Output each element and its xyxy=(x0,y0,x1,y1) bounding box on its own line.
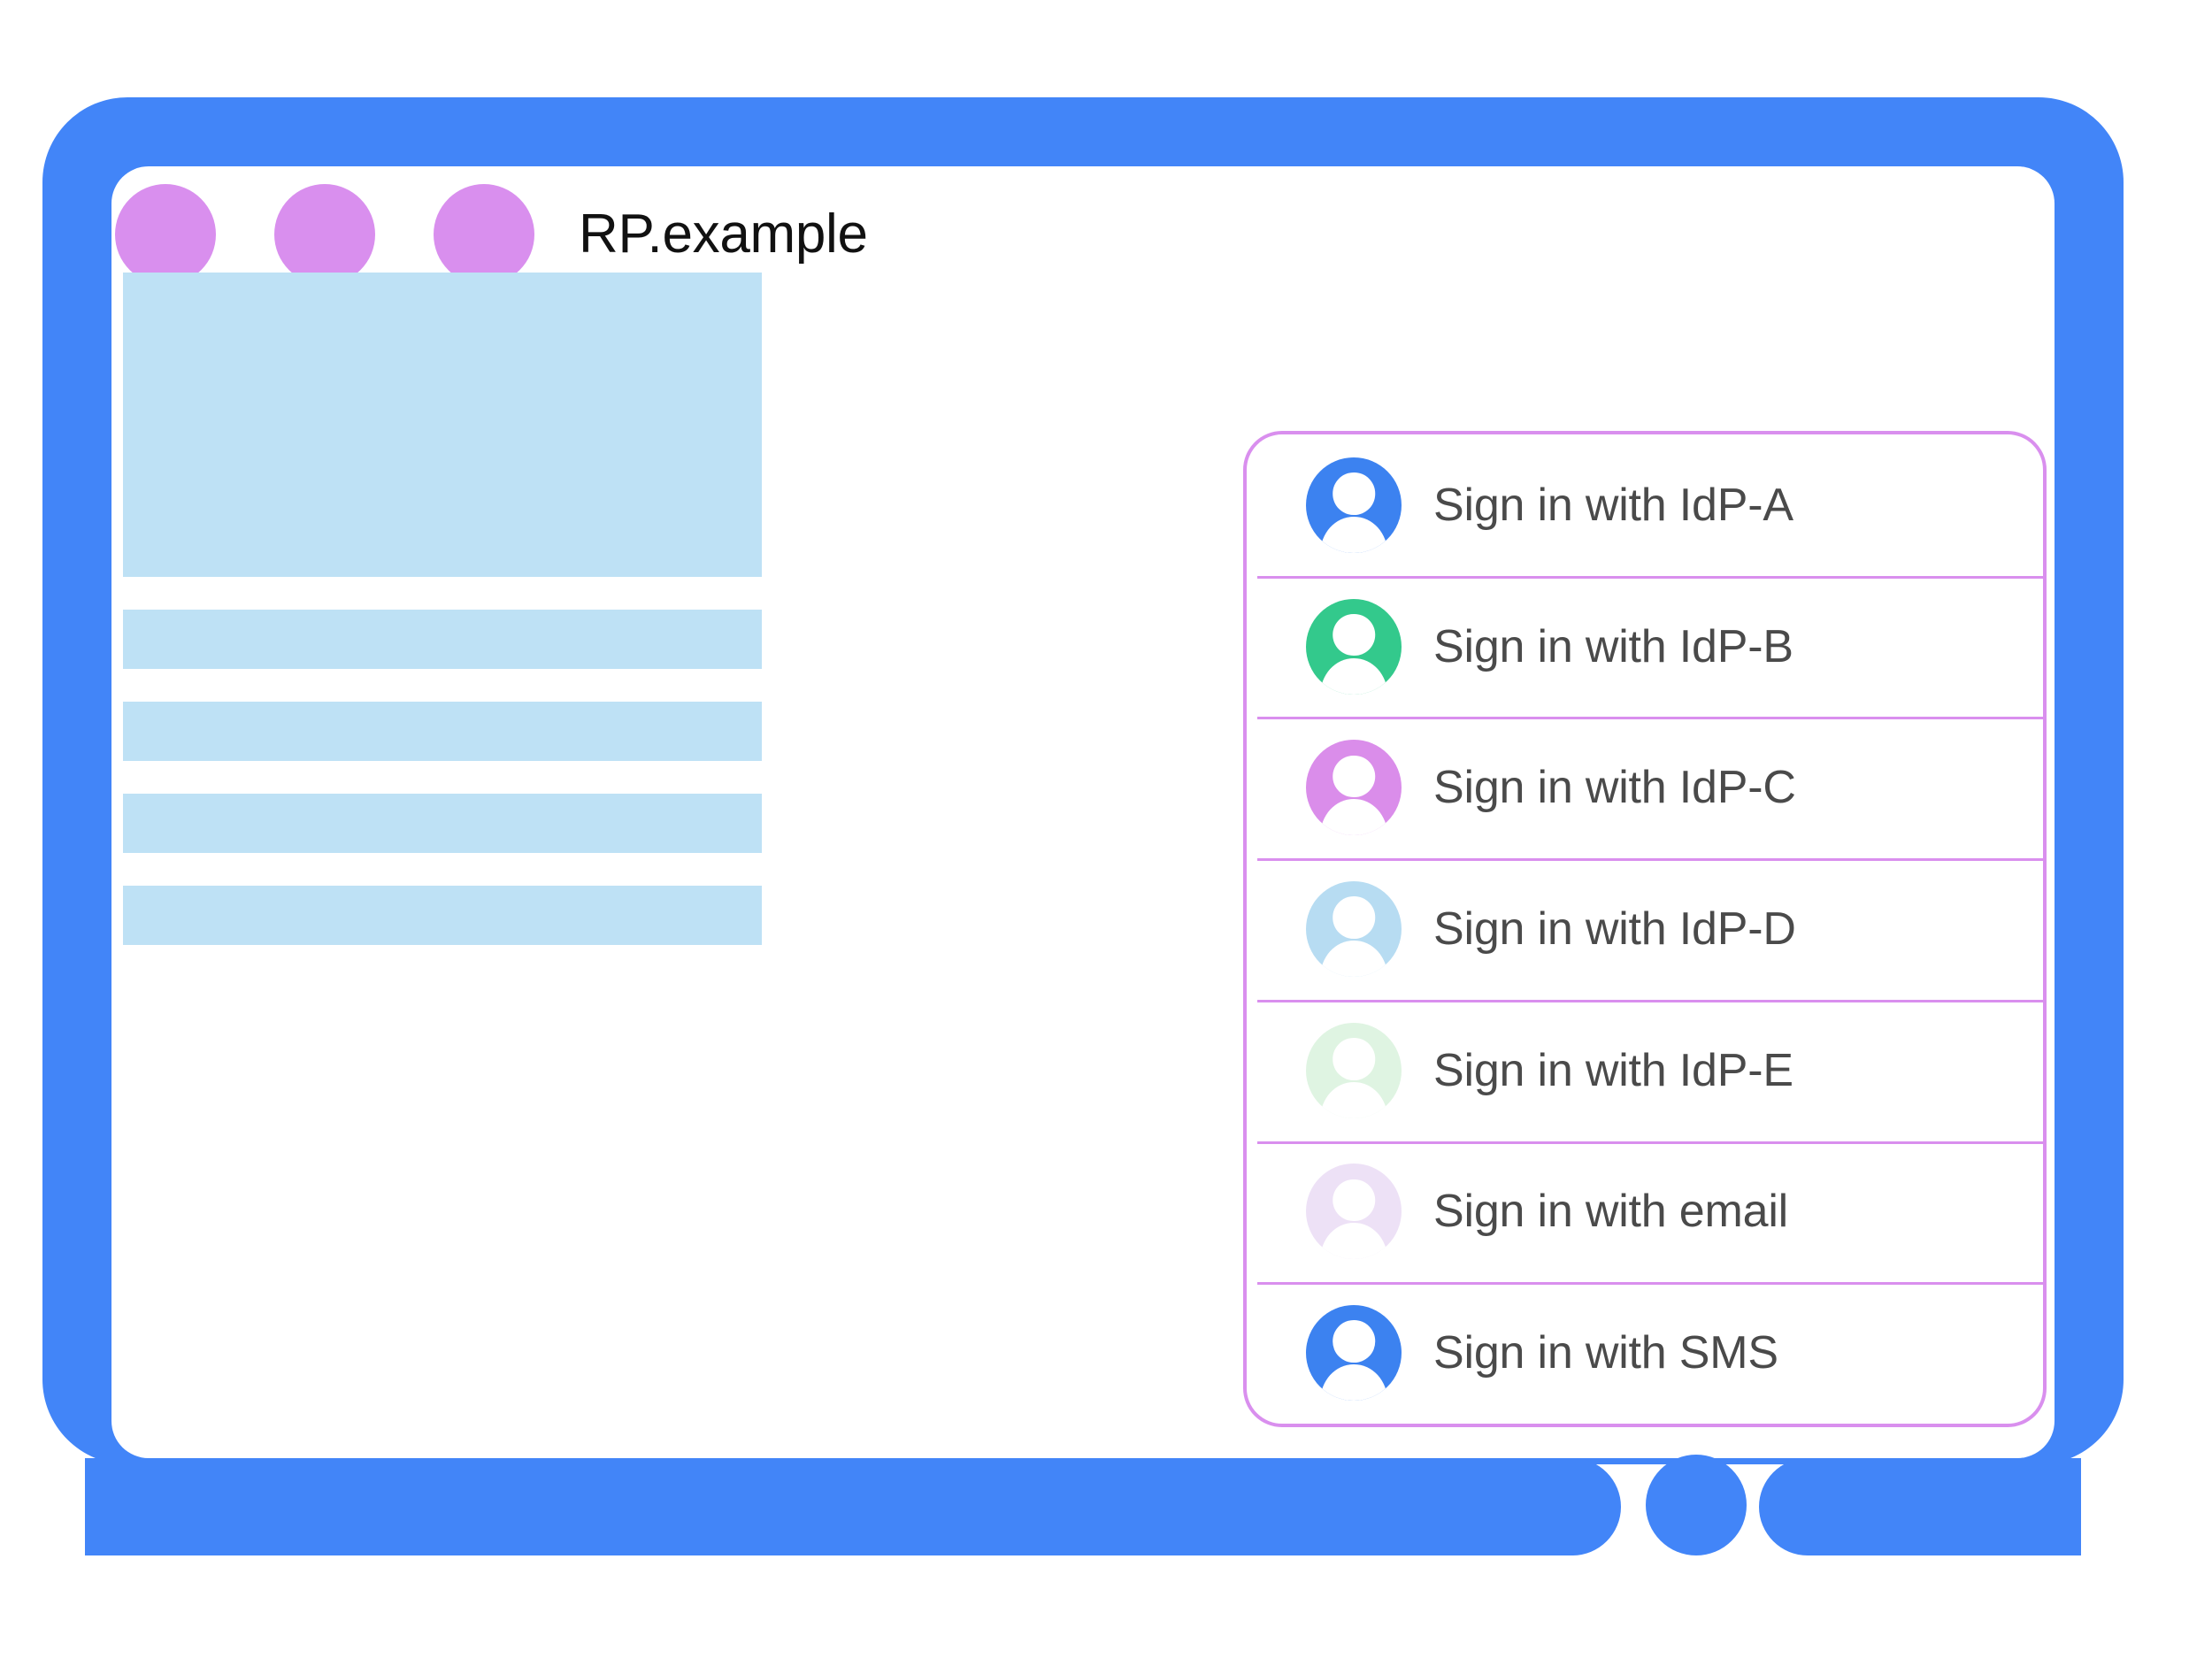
account-avatar-icon xyxy=(1306,1164,1402,1260)
signin-option-row[interactable]: Sign in with IdP-D xyxy=(1247,858,2043,1000)
avatar-shoulders-shape xyxy=(1320,1364,1387,1402)
account-avatar-icon xyxy=(1306,1305,1402,1402)
text-bar-placeholder-3 xyxy=(123,794,762,853)
window-dot-3-icon[interactable] xyxy=(434,184,534,285)
page-content-placeholders xyxy=(123,273,762,945)
signin-option-label: Sign in with IdP-C xyxy=(1433,762,1796,814)
avatar-shoulders-shape xyxy=(1320,657,1387,695)
signin-option-row[interactable]: Sign in with email xyxy=(1247,1141,2043,1283)
home-button[interactable] xyxy=(1646,1455,1747,1555)
browser-titlebar: RP.example xyxy=(115,168,1920,301)
signin-option-label: Sign in with email xyxy=(1433,1186,1789,1238)
bottom-bezel-right xyxy=(1759,1458,2081,1555)
signin-option-row[interactable]: Sign in with IdP-A xyxy=(1247,434,2043,576)
signin-option-row[interactable]: Sign in with SMS xyxy=(1247,1282,2043,1424)
avatar-head-shape xyxy=(1333,613,1375,657)
avatar-shoulders-shape xyxy=(1320,1223,1387,1260)
avatar-shoulders-shape xyxy=(1320,940,1387,978)
avatar-head-shape xyxy=(1333,755,1375,798)
avatar-head-shape xyxy=(1333,896,1375,939)
avatar-head-shape xyxy=(1333,472,1375,515)
window-controls xyxy=(115,184,534,285)
avatar-head-shape xyxy=(1333,1038,1375,1080)
signin-option-row[interactable]: Sign in with IdP-B xyxy=(1247,575,2043,718)
account-avatar-icon xyxy=(1306,457,1402,553)
signin-option-label: Sign in with IdP-D xyxy=(1433,903,1796,956)
page-title: RP.example xyxy=(579,204,868,265)
bottom-bezel-left xyxy=(85,1458,1621,1555)
signin-option-row[interactable]: Sign in with IdP-E xyxy=(1247,999,2043,1141)
signin-option-label: Sign in with SMS xyxy=(1433,1327,1778,1379)
avatar-shoulders-shape xyxy=(1320,799,1387,836)
avatar-head-shape xyxy=(1333,1179,1375,1222)
avatar-shoulders-shape xyxy=(1320,516,1387,553)
window-dot-2-icon[interactable] xyxy=(274,184,375,285)
text-bar-placeholder-4 xyxy=(123,886,762,945)
account-avatar-icon xyxy=(1306,740,1402,836)
avatar-shoulders-shape xyxy=(1320,1081,1387,1118)
account-avatar-icon xyxy=(1306,1022,1402,1118)
text-bar-placeholder-2 xyxy=(123,702,762,761)
hero-placeholder xyxy=(123,273,762,577)
signin-option-row[interactable]: Sign in with IdP-C xyxy=(1247,717,2043,858)
signin-option-list: Sign in with IdP-A Sign in with IdP-B Sign… xyxy=(1247,434,2043,1424)
account-avatar-icon xyxy=(1306,881,1402,978)
window-dot-1-icon[interactable] xyxy=(115,184,216,285)
account-avatar-icon xyxy=(1306,598,1402,695)
signin-option-label: Sign in with IdP-E xyxy=(1433,1044,1793,1096)
signin-option-label: Sign in with IdP-A xyxy=(1433,479,1793,531)
account-chooser-panel: Sign in with IdP-A Sign in with IdP-B Sign… xyxy=(1243,431,2047,1427)
signin-option-label: Sign in with IdP-B xyxy=(1433,620,1793,672)
avatar-head-shape xyxy=(1333,1320,1375,1363)
text-bar-placeholder-1 xyxy=(123,610,762,669)
